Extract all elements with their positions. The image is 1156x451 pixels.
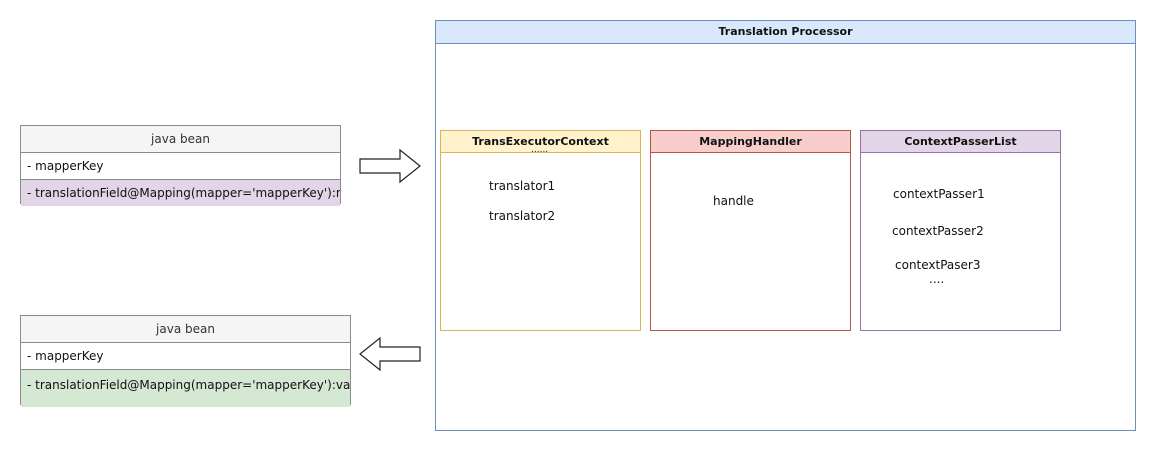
context-passer-item: contextPasser2 — [892, 224, 984, 238]
trans-executor-context-panel: TransExecutorContext ...... translator1 … — [440, 130, 641, 331]
translation-field-value: - translationField@Mapping(mapper='mappe… — [21, 370, 350, 407]
java-bean-output: java bean - mapperKey - translationField… — [20, 315, 351, 407]
handle-item: handle — [713, 194, 754, 208]
context-passer-item: contextPasser1 — [893, 187, 985, 201]
mapper-key-field: - mapperKey — [21, 153, 340, 180]
translation-processor-title: Translation Processor — [436, 21, 1135, 44]
context-passer-ellipsis: .... — [929, 272, 945, 286]
mapper-key-field: - mapperKey — [21, 343, 350, 370]
translator-item: translator2 — [489, 209, 556, 223]
translator-item: translator1 — [489, 179, 556, 193]
mapping-handler-title: MappingHandler — [651, 131, 850, 153]
context-passer-list-panel: ContextPasserList contextPasser1 context… — [860, 130, 1061, 331]
right-arrow-icon — [359, 148, 421, 184]
trans-executor-context-title: TransExecutorContext — [441, 131, 640, 153]
mapping-handler-panel: MappingHandler handle — [650, 130, 851, 331]
context-passer-list-title: ContextPasserList — [861, 131, 1060, 153]
trans-executor-context-ellipsis: ...... — [531, 145, 549, 155]
translation-field-null: - translationField@Mapping(mapper='mappe… — [21, 180, 340, 206]
java-bean-header: java bean — [21, 316, 350, 343]
java-bean-input: java bean - mapperKey - translationField… — [20, 125, 341, 206]
context-passer-item: contextPaser3 — [895, 258, 981, 272]
java-bean-header: java bean — [21, 126, 340, 153]
left-arrow-icon — [359, 336, 421, 372]
